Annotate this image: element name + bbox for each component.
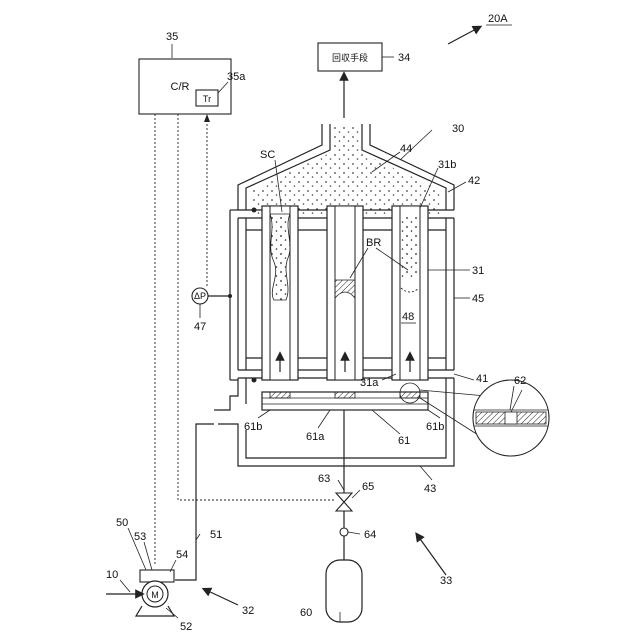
- arrow-32: [206, 590, 238, 605]
- motor-label: M: [151, 590, 159, 600]
- ref-34: 34: [398, 52, 410, 64]
- ref-45: 45: [472, 293, 484, 305]
- ref-50: 50: [116, 517, 128, 529]
- scale-deposit: [270, 214, 290, 300]
- figure-label: 20A: [448, 13, 512, 44]
- ref-61b-left: 61b: [244, 421, 262, 433]
- ref-62: 62: [514, 375, 526, 387]
- ref-47: 47: [194, 321, 206, 333]
- label-chamber: 48: [402, 311, 414, 323]
- ref-65: 65: [362, 481, 374, 493]
- ref-31b: 31b: [438, 159, 456, 171]
- ref-41: 41: [476, 373, 488, 385]
- controller-box: 35 C/R Tr 35a: [139, 31, 246, 114]
- ref-44: 44: [400, 143, 412, 155]
- ref-53: 53: [134, 531, 146, 543]
- ref-61a: 61a: [306, 431, 325, 443]
- ref-33: 33: [440, 575, 452, 587]
- ref-32: 32: [242, 605, 254, 617]
- label-br: BR: [366, 237, 381, 249]
- ref-61b-right: 61b: [426, 421, 444, 433]
- svg-text:20A: 20A: [488, 13, 508, 25]
- sensor-label: ΔP: [194, 291, 206, 301]
- filter-tube-middle: [327, 206, 363, 380]
- gas-tank: [326, 560, 362, 622]
- nozzle-header: [262, 383, 428, 410]
- pressure-sensor: ΔP 47: [192, 208, 257, 383]
- ref-35: 35: [166, 31, 178, 43]
- timer-label: Tr: [203, 94, 211, 104]
- ref-64: 64: [364, 529, 376, 541]
- ref-10: 10: [106, 569, 118, 581]
- arrow-33: [418, 536, 446, 575]
- filter-tube-right: [392, 206, 428, 380]
- recovery-means-label: 回収手段: [332, 52, 368, 63]
- ref-63: 63: [318, 473, 330, 485]
- regulator-64: [340, 528, 348, 536]
- ref-31a: 31a: [360, 377, 379, 389]
- ref-52: 52: [180, 621, 192, 633]
- ref-60: 60: [300, 607, 312, 619]
- ref-42: 42: [468, 175, 480, 187]
- valve-65: [336, 493, 352, 511]
- ref-51: 51: [210, 529, 222, 541]
- ref-30: 30: [452, 123, 464, 135]
- ref-43: 43: [424, 483, 436, 495]
- label-sc: SC: [260, 149, 275, 161]
- recovery-means-box: 回収手段 34: [318, 43, 410, 71]
- gas-supply-line: [326, 410, 362, 622]
- filter-tube-left: [262, 206, 298, 380]
- ref-54: 54: [176, 549, 188, 561]
- ref-35a: 35a: [227, 71, 246, 83]
- controller-label: C/R: [171, 81, 190, 93]
- ref-31: 31: [472, 265, 484, 277]
- ref-61: 61: [398, 435, 410, 447]
